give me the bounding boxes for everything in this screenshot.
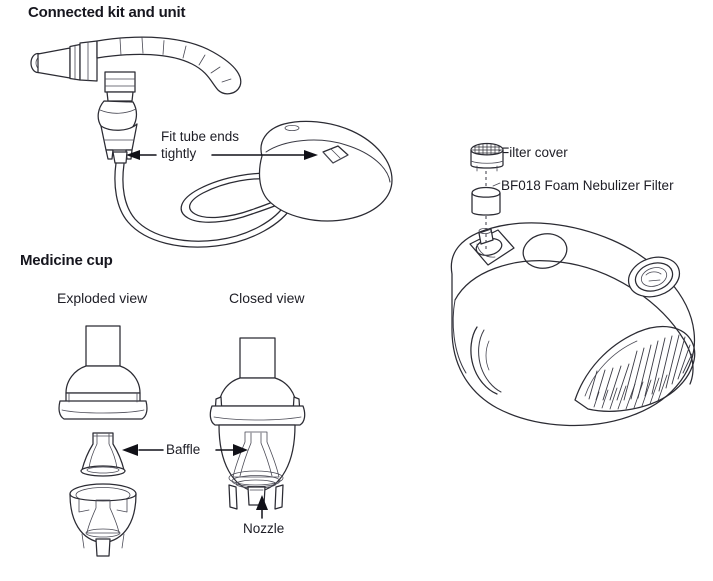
filter-port-icon: [469, 227, 515, 266]
flexible-tube-icon: [96, 36, 242, 95]
callout-filter-cover: Filter cover: [501, 145, 568, 160]
label-exploded-view: Exploded view: [57, 290, 148, 306]
nozzle-arrow: [256, 495, 268, 519]
section-heading-connected: Connected kit and unit: [28, 4, 186, 21]
callout-fit-tube-ends: Fit tube ends tightly: [161, 128, 239, 162]
cup-base-icon: [69, 483, 137, 557]
mouthpiece-icon: [30, 40, 98, 82]
filter-cover-icon: [470, 142, 504, 172]
handle-recess-icon: [470, 326, 502, 395]
filter-cover-leader: [498, 149, 502, 152]
label-closed-view: Closed view: [229, 290, 305, 306]
tube-tee-joint-icon: [104, 71, 136, 102]
callout-fit-line1: Fit tube ends: [161, 129, 240, 144]
baffle-icon: [80, 432, 126, 477]
compressor-unit-icon: [258, 120, 393, 222]
fit-tube-arrow: [126, 150, 318, 160]
cup-holder-recess-icon: [522, 233, 568, 269]
callout-nozzle: Nozzle: [243, 521, 285, 536]
callout-foam-nebulizer-filter: BF018 Foam Nebulizer Filter: [501, 178, 674, 193]
power-switch-icon[interactable]: [623, 251, 684, 303]
callout-baffle: Baffle: [166, 442, 201, 457]
vent-grille-icon: [574, 325, 696, 412]
cup-cap-icon: [58, 325, 148, 420]
section-heading-medicine-cup: Medicine cup: [20, 252, 113, 269]
foam-filter-icon: [471, 186, 501, 216]
attached-medicine-cup-icon: [97, 100, 138, 164]
closed-cup-icon: [209, 337, 306, 510]
foam-filter-leader: [492, 182, 501, 187]
main-compressor-unit-icon: [450, 222, 696, 427]
baffle-arrow: [122, 444, 248, 456]
callout-fit-line2: tightly: [161, 146, 197, 161]
